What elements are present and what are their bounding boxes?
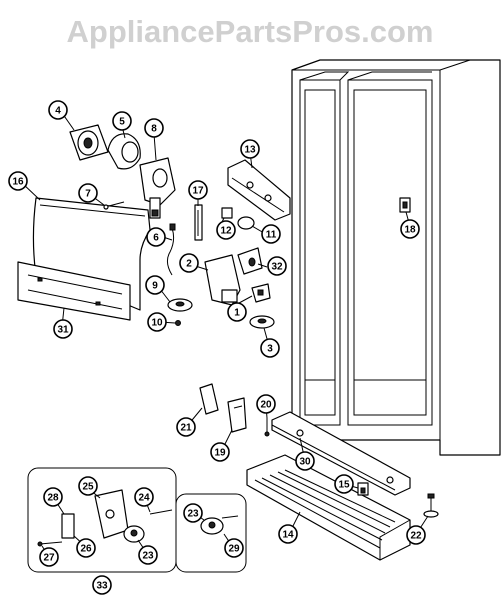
svg-text:33: 33 bbox=[96, 581, 108, 592]
svg-text:1: 1 bbox=[234, 308, 240, 319]
svg-text:9: 9 bbox=[152, 281, 158, 292]
svg-text:14: 14 bbox=[282, 530, 294, 541]
callout-19: 19 bbox=[210, 442, 230, 462]
leveling-leg-illustration bbox=[423, 493, 439, 518]
pin-illustration bbox=[103, 201, 125, 210]
light-housing-illustration bbox=[227, 159, 291, 221]
callout-15: 15 bbox=[334, 474, 354, 494]
svg-text:25: 25 bbox=[82, 482, 94, 493]
svg-text:17: 17 bbox=[192, 186, 204, 197]
callout-30: 30 bbox=[295, 451, 315, 471]
callout-5: 5 bbox=[112, 111, 132, 131]
svg-text:8: 8 bbox=[151, 124, 157, 135]
svg-text:26: 26 bbox=[80, 544, 92, 555]
svg-text:24: 24 bbox=[138, 493, 150, 504]
callout-16: 16 bbox=[8, 171, 28, 191]
callout-28: 28 bbox=[43, 487, 63, 507]
svg-text:20: 20 bbox=[260, 400, 272, 411]
watermark: AppliancePartsPros.com bbox=[67, 14, 434, 49]
bracket-assembly-illustration bbox=[204, 254, 241, 306]
callout-13: 13 bbox=[240, 139, 260, 159]
callout-20: 20 bbox=[256, 394, 276, 414]
svg-text:23: 23 bbox=[187, 509, 199, 520]
svg-text:31: 31 bbox=[57, 325, 69, 336]
callout-2: 2 bbox=[179, 253, 199, 273]
svg-text:22: 22 bbox=[410, 531, 422, 542]
callout-12: 12 bbox=[216, 220, 236, 240]
svg-text:19: 19 bbox=[214, 448, 226, 459]
callout-17: 17 bbox=[188, 180, 208, 200]
callout-3: 3 bbox=[260, 338, 280, 358]
svg-text:27: 27 bbox=[43, 553, 55, 564]
svg-text:30: 30 bbox=[299, 457, 311, 468]
cabinet-illustration bbox=[291, 59, 501, 456]
callout-1: 1 bbox=[227, 302, 247, 322]
callout-10: 10 bbox=[147, 312, 167, 332]
wire-illustration bbox=[166, 223, 176, 276]
callout-31: 31 bbox=[53, 319, 73, 339]
callout-25: 25 bbox=[78, 476, 98, 496]
valve-illustration bbox=[139, 157, 176, 219]
grille-illustration bbox=[246, 454, 411, 561]
svg-text:7: 7 bbox=[85, 189, 91, 200]
callout-27: 27 bbox=[39, 547, 59, 567]
clip-illustration bbox=[357, 482, 369, 496]
socket-illustration bbox=[221, 207, 255, 230]
svg-text:15: 15 bbox=[338, 480, 350, 491]
svg-text:2: 2 bbox=[186, 259, 192, 270]
svg-text:12: 12 bbox=[220, 226, 232, 237]
housing-illustration bbox=[69, 124, 109, 161]
svg-text:21: 21 bbox=[180, 423, 192, 434]
callout-29: 29 bbox=[224, 538, 244, 558]
rail-illustration bbox=[271, 411, 411, 496]
callout-6: 6 bbox=[146, 227, 166, 247]
callout-14: 14 bbox=[278, 524, 298, 544]
callout-4: 4 bbox=[48, 100, 68, 120]
svg-text:10: 10 bbox=[151, 318, 163, 329]
callout-9: 9 bbox=[145, 275, 165, 295]
callout-26: 26 bbox=[76, 538, 96, 558]
kit-box-illustration bbox=[27, 467, 247, 573]
callout-22: 22 bbox=[406, 525, 426, 545]
callout-18: 18 bbox=[400, 219, 420, 239]
callout-23-right: 23 bbox=[183, 503, 203, 523]
svg-text:16: 16 bbox=[12, 177, 24, 188]
gear-illustration bbox=[167, 298, 275, 329]
screw-20-illustration bbox=[264, 418, 270, 437]
svg-text:3: 3 bbox=[267, 344, 273, 355]
callout-23-left: 23 bbox=[138, 545, 158, 565]
svg-text:23: 23 bbox=[142, 551, 154, 562]
switch-illustration bbox=[251, 283, 271, 303]
bracket-illustration bbox=[194, 204, 203, 241]
svg-text:4: 4 bbox=[55, 106, 61, 117]
callout-21: 21 bbox=[176, 417, 196, 437]
svg-text:11: 11 bbox=[266, 230, 277, 241]
svg-text:5: 5 bbox=[119, 117, 125, 128]
cover-panel-illustration bbox=[17, 197, 151, 321]
callout-24: 24 bbox=[134, 487, 154, 507]
svg-text:18: 18 bbox=[404, 225, 416, 236]
callout-32: 32 bbox=[267, 256, 287, 276]
screw-illustration bbox=[175, 320, 181, 326]
callout-8: 8 bbox=[144, 118, 164, 138]
svg-text:13: 13 bbox=[244, 145, 256, 156]
callout-33: 33 bbox=[92, 575, 112, 595]
svg-text:6: 6 bbox=[153, 233, 159, 244]
callout-7: 7 bbox=[78, 183, 98, 203]
switch-housing-illustration bbox=[199, 383, 247, 433]
svg-text:28: 28 bbox=[47, 493, 59, 504]
motor-illustration bbox=[237, 247, 263, 275]
svg-text:32: 32 bbox=[271, 262, 283, 273]
svg-text:29: 29 bbox=[228, 544, 240, 555]
cap-illustration bbox=[107, 133, 141, 170]
callout-11: 11 bbox=[261, 224, 281, 244]
